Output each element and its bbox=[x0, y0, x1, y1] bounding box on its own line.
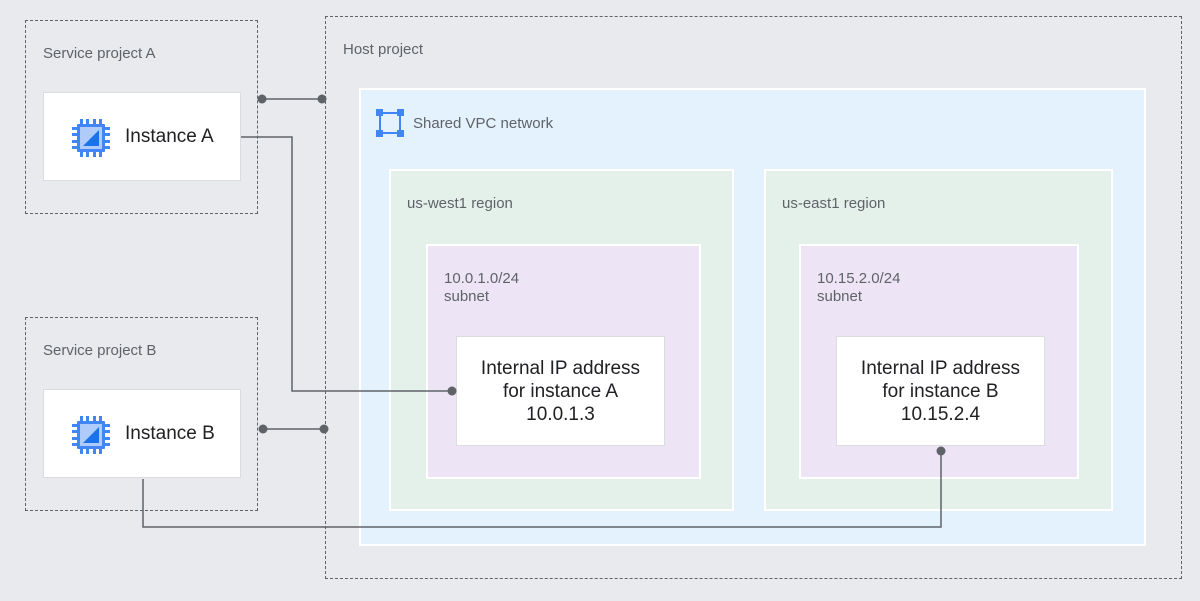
ip-card-a-line2: for instance A bbox=[502, 380, 619, 402]
ip-card-a-ip: 10.0.1.3 bbox=[526, 403, 595, 425]
subnet-us-east1-cidr: 10.15.2.0/24 bbox=[817, 270, 901, 287]
region-us-east1-label: us-east1 region bbox=[782, 195, 886, 212]
vpc-network-icon bbox=[376, 109, 404, 137]
ip-address-card-a[interactable]: Internal IP address for instance A 10.0.… bbox=[456, 336, 665, 446]
shared-vpc-network-label: Shared VPC network bbox=[413, 115, 554, 132]
instance-a-name: Instance A bbox=[125, 126, 214, 147]
instance-b-card[interactable]: Instance B bbox=[43, 389, 241, 478]
instance-b-name: Instance B bbox=[125, 423, 215, 444]
service-project-b-label: Service project B bbox=[43, 342, 157, 359]
ip-card-b-ip: 10.15.2.4 bbox=[900, 403, 981, 425]
ip-address-card-b[interactable]: Internal IP address for instance B 10.15… bbox=[836, 336, 1045, 446]
ip-card-b-line1: Internal IP address bbox=[860, 357, 1021, 379]
ip-card-a-line1: Internal IP address bbox=[480, 357, 641, 379]
service-project-b-box bbox=[25, 317, 258, 511]
compute-instance-icon bbox=[72, 416, 110, 454]
subnet-us-west1-kind: subnet bbox=[444, 288, 490, 305]
connector-dot bbox=[258, 424, 268, 434]
region-us-west1-label: us-west1 region bbox=[407, 195, 513, 212]
subnet-us-east1-kind: subnet bbox=[817, 288, 863, 305]
host-project-label: Host project bbox=[343, 41, 424, 58]
connector-dot bbox=[257, 94, 267, 104]
ip-card-b-line2: for instance B bbox=[882, 380, 999, 402]
compute-instance-icon bbox=[72, 119, 110, 157]
service-project-a-label: Service project A bbox=[43, 45, 156, 62]
subnet-us-west1-cidr: 10.0.1.0/24 bbox=[444, 270, 520, 287]
service-project-a-box bbox=[25, 20, 258, 214]
instance-a-card[interactable]: Instance A bbox=[43, 92, 241, 181]
